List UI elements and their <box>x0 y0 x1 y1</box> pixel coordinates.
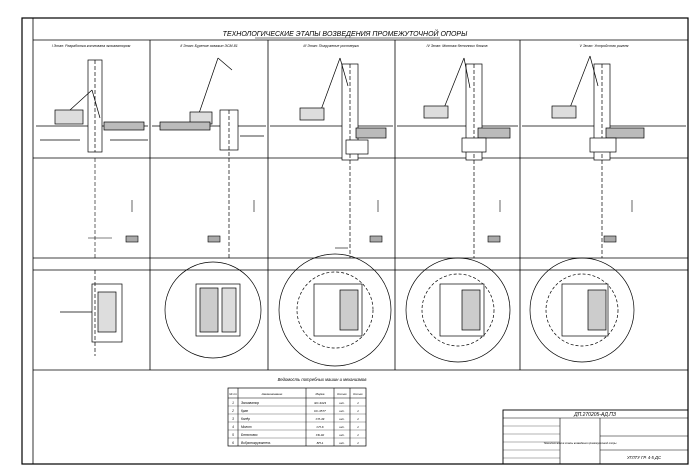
stage-1-section <box>36 59 148 153</box>
table-row: 2 Кран КС-3577 шт. 1 <box>231 409 359 413</box>
row-unit: шт. <box>339 401 345 405</box>
row-unit: шт. <box>339 425 345 429</box>
row-name: Молот <box>241 425 252 429</box>
table-header-mark: Марка <box>316 392 325 396</box>
row-name: Копёр <box>241 417 250 421</box>
row-name: Экскаватор <box>241 401 259 405</box>
table-header-name: Наименование <box>262 392 283 396</box>
row-unit: шт. <box>339 441 345 445</box>
stage-title-3: III Этап: Погружение ростверка <box>303 44 358 48</box>
machines-table: Ведомость потребных машин и механизмов №… <box>227 377 368 447</box>
stage-elevations <box>88 158 633 258</box>
stage-title-4: IV Этап: Монтаж бетонных блоков <box>426 44 487 48</box>
row-qty: 1 <box>357 417 359 421</box>
row-unit: шт. <box>339 409 345 413</box>
stage-2-section <box>152 57 266 258</box>
row-qty: 1 <box>357 425 359 429</box>
row-number: 2 <box>231 409 234 413</box>
row-number: 6 <box>232 441 234 445</box>
stage-title-1: I Этап: Разработка котлована экскаваторо… <box>52 44 131 48</box>
row-unit: шт. <box>339 433 345 437</box>
row-qty: 1 <box>357 441 359 445</box>
row-unit: шт. <box>339 417 345 421</box>
row-number: 4 <box>232 425 234 429</box>
row-name: Бетоновоз <box>241 433 258 437</box>
stage-3-section <box>270 57 393 258</box>
row-name: Кран <box>241 409 248 413</box>
row-mark: СБ-92 <box>316 433 325 437</box>
table-row: 5 Бетоновоз СБ-92 шт. 1 <box>232 433 359 437</box>
row-number: 5 <box>232 433 234 437</box>
row-qty: 1 <box>357 409 359 413</box>
table-row: 4 Молот СП-6 шт. 1 <box>232 425 359 429</box>
row-mark: ВП-1 <box>317 441 324 445</box>
row-name: Вибропогружатель <box>241 441 271 445</box>
table-row: 6 Вибропогружатель ВП-1 шт. 1 <box>232 441 359 445</box>
table-header-unit: Кол-во <box>337 392 347 396</box>
row-mark: ЭО-3323 <box>314 401 326 405</box>
drawing-title: ТЕХНОЛОГИЧЕСКИЕ ЭТАПЫ ВОЗВЕДЕНИЯ ПРОМЕЖУ… <box>223 29 468 38</box>
table-title: Ведомость потребных машин и механизмов <box>278 377 368 382</box>
row-mark: КС-3577 <box>314 409 326 413</box>
stamp-right-code: УГЛТУ ГР. 4-5 ДС <box>627 455 662 460</box>
row-number: 1 <box>232 401 234 405</box>
table-header-n: № пп <box>229 392 237 396</box>
title-block: ДП.270205-АД.ПЗ Технологические этапы во… <box>502 409 689 465</box>
stage-title-5: V Этап: Устройство ригеля <box>580 44 629 48</box>
stamp-code: ДП.270205-АД.ПЗ <box>573 412 616 418</box>
stage-5-section <box>522 55 686 258</box>
stage-title-2: II Этап: Бурение скважин ЭСМ-81 <box>180 44 237 48</box>
stage-4-section <box>397 57 518 258</box>
row-qty: 1 <box>357 401 359 405</box>
table-row: 3 Копёр СП-49 шт. 1 <box>232 417 359 421</box>
row-qty: 1 <box>357 433 359 437</box>
stage-plans <box>33 253 688 367</box>
table-row: 1 Экскаватор ЭО-3323 шт. 1 <box>232 401 359 405</box>
stamp-sheet-title: Технологические этапы возведения промежу… <box>544 441 617 445</box>
sheet-frame <box>21 17 689 465</box>
row-mark: СП-49 <box>316 417 325 421</box>
row-number: 3 <box>232 417 234 421</box>
row-mark: СП-6 <box>316 425 323 429</box>
table-header-qty: Кол-во <box>353 392 363 396</box>
